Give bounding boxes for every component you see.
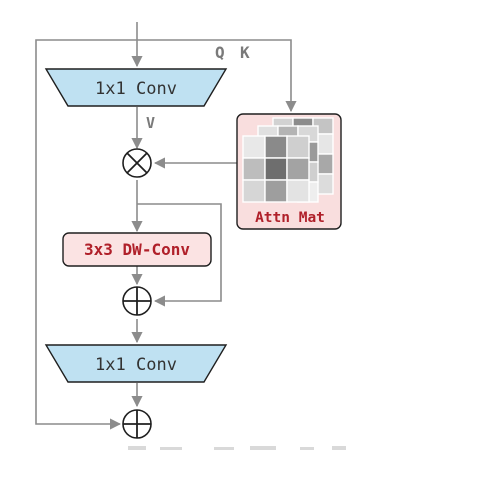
conv-top-shape (44, 68, 228, 107)
add-node-1 (122, 286, 152, 316)
qk-label-k: K (240, 43, 250, 62)
qk-branch (137, 39, 297, 113)
attn-layer-front (242, 135, 310, 203)
conv-bottom-shape (44, 344, 228, 383)
conv-top-label: 1x1 Conv (95, 79, 177, 99)
attn-matrix-label: Attn Mat (255, 210, 325, 226)
skip-branch (35, 39, 137, 430)
local-skip (137, 203, 222, 307)
dwconv-label: 3x3 DW-Conv (84, 240, 190, 259)
dwconv-block: 3x3 DW-Conv (62, 232, 212, 267)
qk-label-q: Q (215, 43, 225, 62)
add-node-2 (122, 409, 152, 439)
connectors (35, 22, 297, 430)
cropped-text-fragment (128, 446, 346, 450)
dwconv-box (62, 232, 212, 267)
conv-bottom-label: 1x1 Conv (95, 355, 177, 375)
v-label: V (146, 114, 155, 132)
conv-top-block: 1x1 Conv (44, 68, 228, 107)
attn-matrix-block: Attn Mat (236, 113, 342, 230)
conv-bottom-block: 1x1 Conv (44, 344, 228, 383)
multiply-node (122, 148, 152, 178)
